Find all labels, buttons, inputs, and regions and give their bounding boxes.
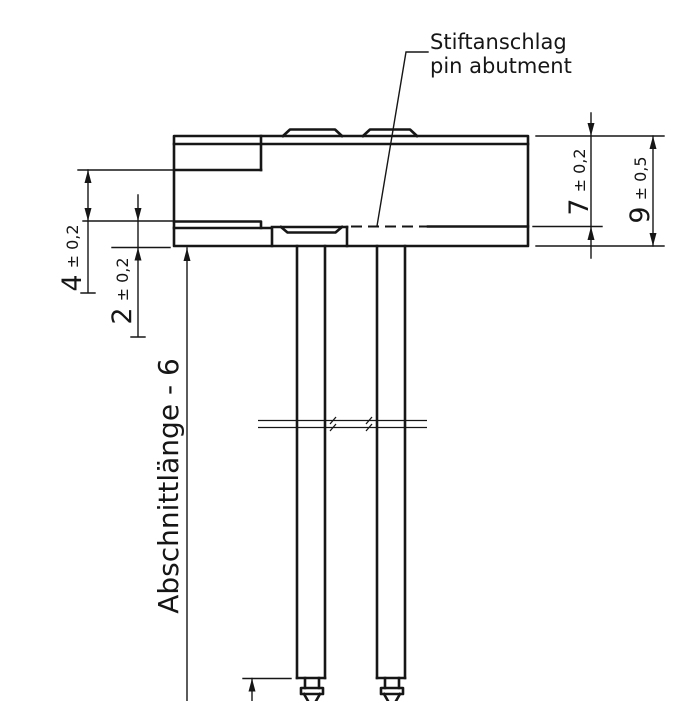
top-bump-left <box>281 128 344 138</box>
body-outer-rect <box>172 134 530 248</box>
leader-line <box>376 51 429 227</box>
dim7-text: 7± 0,2 <box>564 148 595 215</box>
dim2-arrow-bottom-icon <box>134 247 142 261</box>
pin-abutment-pad <box>279 225 344 234</box>
dim4-arrow-top-icon <box>84 170 92 183</box>
dimension-inner-height: 7± 0,2 <box>564 112 595 259</box>
dim9-arrow-top-icon <box>649 136 657 149</box>
dimension-cut-length: Abschnittlänge - 6 <box>152 247 191 701</box>
dimension-overall-height: 9± 0,5 <box>625 135 657 247</box>
pin-left-neck <box>303 676 321 690</box>
pin-tip-arrow-icon <box>248 678 256 692</box>
break-tick-marks <box>329 416 373 432</box>
top-bump-right <box>361 128 419 138</box>
left-step-block <box>172 226 274 248</box>
break-lines <box>258 416 427 432</box>
dim4-arrow-bottom-icon <box>84 208 92 221</box>
dim4-text: 4± 0,2 <box>57 224 88 291</box>
pin-right-neck <box>383 676 401 690</box>
pin-right-collar <box>379 686 405 696</box>
component-body-outline <box>172 128 530 248</box>
pin-left <box>295 244 327 701</box>
callout-line1: Stiftanschlag <box>430 30 567 54</box>
pin-right-taper <box>382 692 402 701</box>
pin-left-collar <box>299 686 325 696</box>
callout-line2: pin abutment <box>430 54 572 78</box>
cut-length-text: Abschnittlänge - 6 <box>152 358 185 614</box>
dimension-left-extensions <box>77 169 173 249</box>
left-thin-strip <box>172 220 263 230</box>
dim2-text: 2± 0,2 <box>107 257 138 324</box>
pin-right <box>375 244 407 701</box>
dimension-pin-tip <box>242 677 292 701</box>
callout-pin-abutment: Stiftanschlag pin abutment <box>376 30 572 227</box>
dim9-arrow-bottom-icon <box>649 233 657 246</box>
dimension-notch-height: 4± 0,2 <box>57 169 96 294</box>
dim9-text: 9± 0,5 <box>625 156 656 223</box>
dim7-arrow-top-icon <box>587 123 595 136</box>
dim2-arrow-top-icon <box>134 208 142 221</box>
dimension-base-height: 2± 0,2 <box>107 194 146 338</box>
dim4-line <box>80 169 96 294</box>
cut-length-arrow-top-icon <box>183 248 191 261</box>
dim7-arrow-bottom-icon <box>587 226 595 240</box>
pin-left-taper <box>302 692 322 701</box>
